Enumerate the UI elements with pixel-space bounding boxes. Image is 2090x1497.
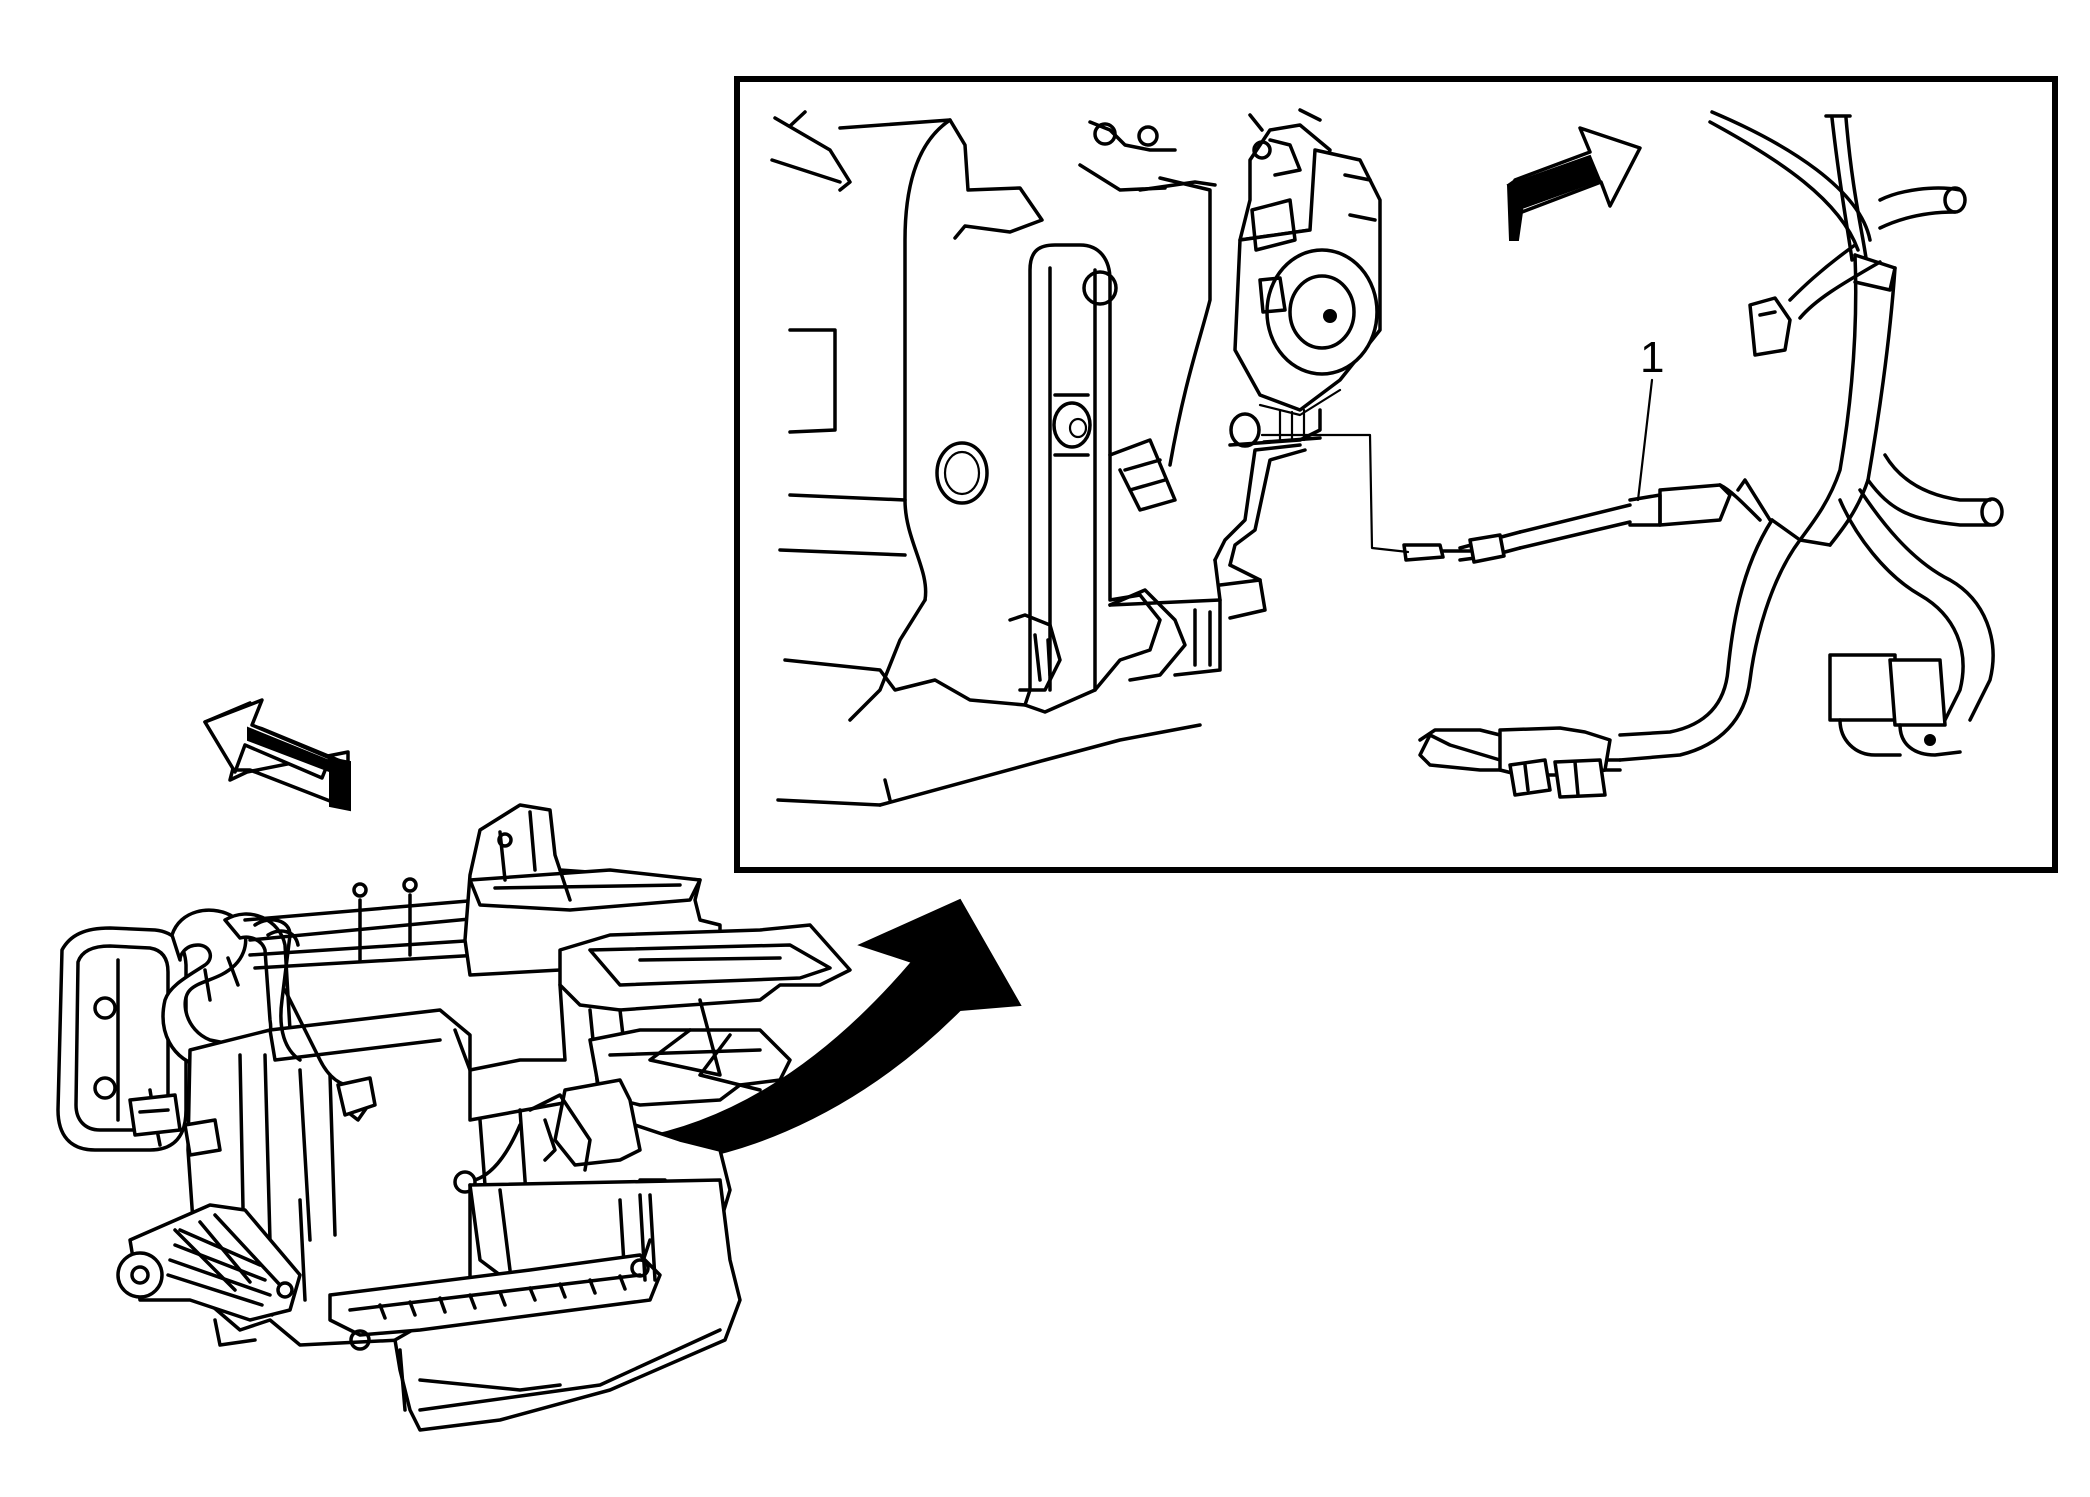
inset-detail-view: 1 bbox=[734, 76, 2058, 873]
actuator-motor bbox=[1233, 108, 1382, 444]
curved-arrow-icon bbox=[614, 898, 1022, 1167]
hvac-case-detail bbox=[770, 110, 1322, 807]
callout-1: 1 bbox=[1260, 333, 1664, 554]
wiring-harness bbox=[1402, 110, 2004, 799]
direction-arrow-icon bbox=[1506, 126, 1642, 241]
hvac-module-assembly bbox=[56, 803, 852, 1432]
direction-arrow-icon bbox=[203, 698, 351, 812]
callout-label-1: 1 bbox=[1640, 333, 1664, 382]
